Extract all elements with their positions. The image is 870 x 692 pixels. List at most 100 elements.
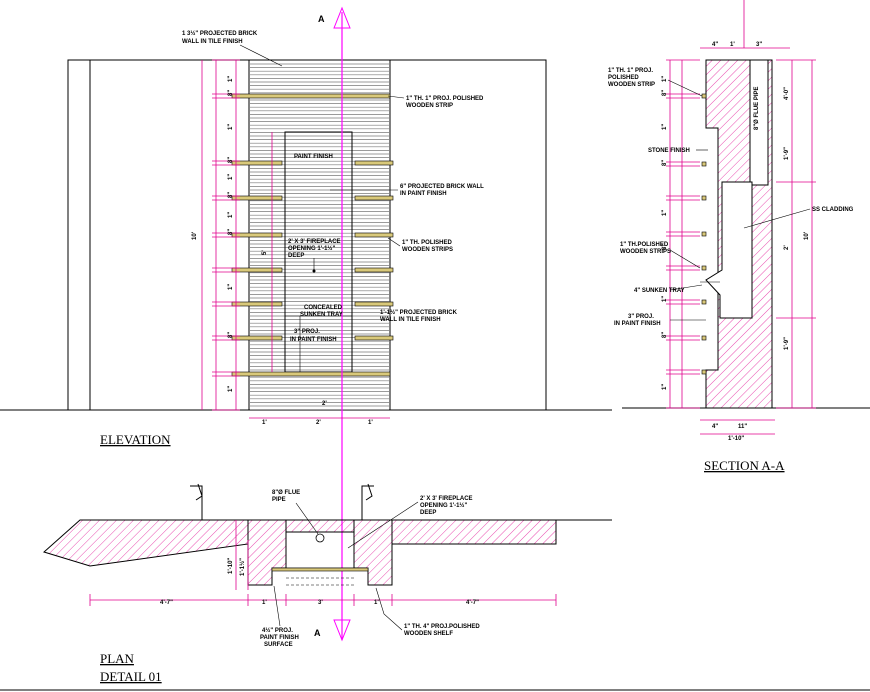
plan-note-shelf-2: WOODEN SHELF: [404, 631, 453, 637]
dim-left-label: 8": [228, 157, 234, 163]
section-title: SECTION A-A: [704, 458, 785, 473]
section-mark-bottom: A: [314, 628, 321, 638]
dim-left-label: 1": [228, 124, 234, 130]
note-wooden-strip-1: 1" TH. 1" PROJ. POLISHED: [406, 96, 484, 102]
plan-jamb-left: [247, 519, 287, 586]
plan-dim-left-2: 1'-1½": [239, 558, 246, 576]
sec-note-flue: 8"Ø FLUE PIPE: [754, 86, 760, 130]
section-arrow-bottom: [333, 619, 351, 642]
sec-dim-top-2: 1': [730, 42, 735, 48]
dim-left-label: 8": [228, 90, 234, 96]
sec-dim-total: 10': [804, 231, 810, 240]
note-tray-1: CONCEALED: [304, 305, 343, 311]
dim-left-label: 1": [228, 212, 234, 218]
plan-note-shelf-1: 1" TH. 4" PROJ.POLISHED: [404, 624, 480, 630]
note-brick-wall-2: WALL IN TILE FINISH: [182, 39, 243, 45]
sec-note-proj-2: IN PAINT FINISH: [614, 321, 661, 327]
note-fireplace-2: OPENING 1'-1½": [288, 245, 335, 252]
sec-dim-left-label: 1": [662, 210, 668, 216]
sec-leader-ss: [743, 208, 811, 229]
plan-flue-circle: [315, 533, 325, 543]
sec-dim-left-label: 8": [662, 90, 668, 96]
note-tray-2: SUNKEN TRAY: [300, 312, 343, 318]
plan-jamb-right: [353, 519, 393, 586]
plan-note-flue-1: 8"Ø FLUE: [272, 490, 300, 496]
elevation-view: A 10' 5' 2' 1' 2' 1' 1 3½" PROJECTED BRI…: [0, 6, 612, 640]
sec-note-stone: STONE FINISH: [648, 148, 690, 154]
plan-note-fireplace-1: 2' X 3' FIREPLACE: [420, 496, 473, 502]
sec-dim-left-label: 1": [662, 384, 668, 390]
dim-left-label: 8": [228, 229, 234, 235]
plan-wall-left: [43, 519, 249, 567]
section-wooden-strips: [701, 93, 707, 375]
plan-wooden-shelf: [271, 567, 369, 572]
plan-dim-left-1: 1'-10": [228, 558, 234, 574]
sec-note-strips-2: WOODEN STRIPS: [620, 249, 671, 255]
dim-opening-width: 2': [322, 401, 327, 407]
sec-dim-right-1: 4'-0": [784, 87, 790, 100]
sec-dim-left-label: 8": [662, 160, 668, 166]
sec-note-strip-1: 1" TH. 1" PROJ.: [608, 68, 653, 74]
note-tile-1: 1'-1½" PROJECTED BRICK: [380, 309, 458, 316]
sec-dim-left-label: 8": [662, 332, 668, 338]
elevation-title: ELEVATION: [100, 432, 171, 447]
dim-left-label: 8": [228, 192, 234, 198]
note-proj-2: IN PAINT FINISH: [290, 337, 337, 343]
leader-strips: [387, 237, 401, 247]
leader-brick-wall: [239, 44, 283, 67]
note-brick-paint-1: 6" PROJECTED BRICK WALL: [400, 184, 484, 190]
dim-left-label: 1": [228, 284, 234, 290]
dim-total-label: 10': [192, 231, 198, 240]
dim-bottom-3: 1': [368, 420, 373, 426]
dim-left-label: 1": [228, 386, 234, 392]
plan-stub-left: [190, 485, 203, 520]
sec-dim-right-2: 1'-9": [784, 147, 790, 160]
firebox-void: [705, 181, 753, 319]
dim-left-label: 8": [228, 332, 234, 338]
plan-note-proj-1: 4½" PROJ.: [262, 627, 293, 634]
plan-dim-2: 1': [262, 600, 267, 606]
sec-dim-top-3: 3": [756, 42, 762, 48]
plan-note-fireplace-3: DEEP: [420, 510, 436, 516]
note-paint-finish: PAINT FINISH: [294, 154, 333, 160]
plan-dim-1: 4'-7": [160, 600, 173, 606]
section-mark-top: A: [318, 14, 325, 24]
note-tile-2: WALL IN TILE FINISH: [380, 317, 441, 323]
sec-dim-left-label: 8": [662, 244, 668, 250]
sec-note-ss: SS CLADDING: [812, 207, 854, 213]
plan-leader-proj: [273, 585, 281, 627]
plan-stub-right: [361, 485, 374, 520]
sec-dim-right-3: 2': [784, 245, 790, 250]
sec-note-sunken: 4" SUNKEN TRAY: [634, 288, 685, 294]
plan-note-fireplace-2: OPENING 1'-1½": [420, 502, 467, 509]
note-fireplace-3: DEEP: [288, 253, 304, 259]
plan-note-flue-2: PIPE: [272, 497, 286, 503]
note-strips-2: WOODEN STRIPS: [402, 247, 453, 253]
plan-dim-4: 1': [374, 600, 379, 606]
dim-left-label: 1": [228, 76, 234, 82]
sec-dim-bottom-2: 11": [738, 424, 747, 430]
sec-dim-bottom-3: 1'-10": [728, 436, 744, 442]
plan-view: A 4'-7" 1' 3' 1' 4'-7" 1'-10" 1'-1½" 8"Ø…: [0, 483, 870, 691]
sec-leader-strip: [667, 79, 703, 97]
sec-dim-left-label: 1": [662, 76, 668, 82]
note-fireplace-1: 2' X 3' FIREPLACE: [288, 239, 341, 245]
note-brick-paint-2: IN PAINT FINISH: [400, 191, 447, 197]
sec-dim-right-4: 1'-9": [784, 337, 790, 350]
wooden-strips: [231, 93, 394, 377]
plan-leader-flue: [295, 502, 319, 535]
section-view: 4" 1' 3" 4'-0" 1'-9" 2' 1'-9" 10' 4" 11"…: [608, 0, 870, 473]
fireplace-marker: [312, 269, 316, 273]
sec-dim-bottom-1: 4": [712, 424, 718, 430]
dim-left-label: 1": [228, 174, 234, 180]
elevation-dim-ticks: [212, 59, 240, 411]
dim-bottom-2: 2': [316, 420, 321, 426]
plan-dim-5: 4'-7": [466, 600, 479, 606]
section-dim-labels: 1"8"1"8"1"8"1"8"1": [662, 76, 668, 390]
dim-bottom-1: 1': [262, 420, 267, 426]
plan-title: PLAN: [100, 651, 135, 666]
plan-wall-right: [391, 519, 557, 545]
note-brick-wall-1: 1 3½" PROJECTED BRICK: [182, 30, 258, 37]
sec-dim-left-label: 1": [662, 124, 668, 130]
